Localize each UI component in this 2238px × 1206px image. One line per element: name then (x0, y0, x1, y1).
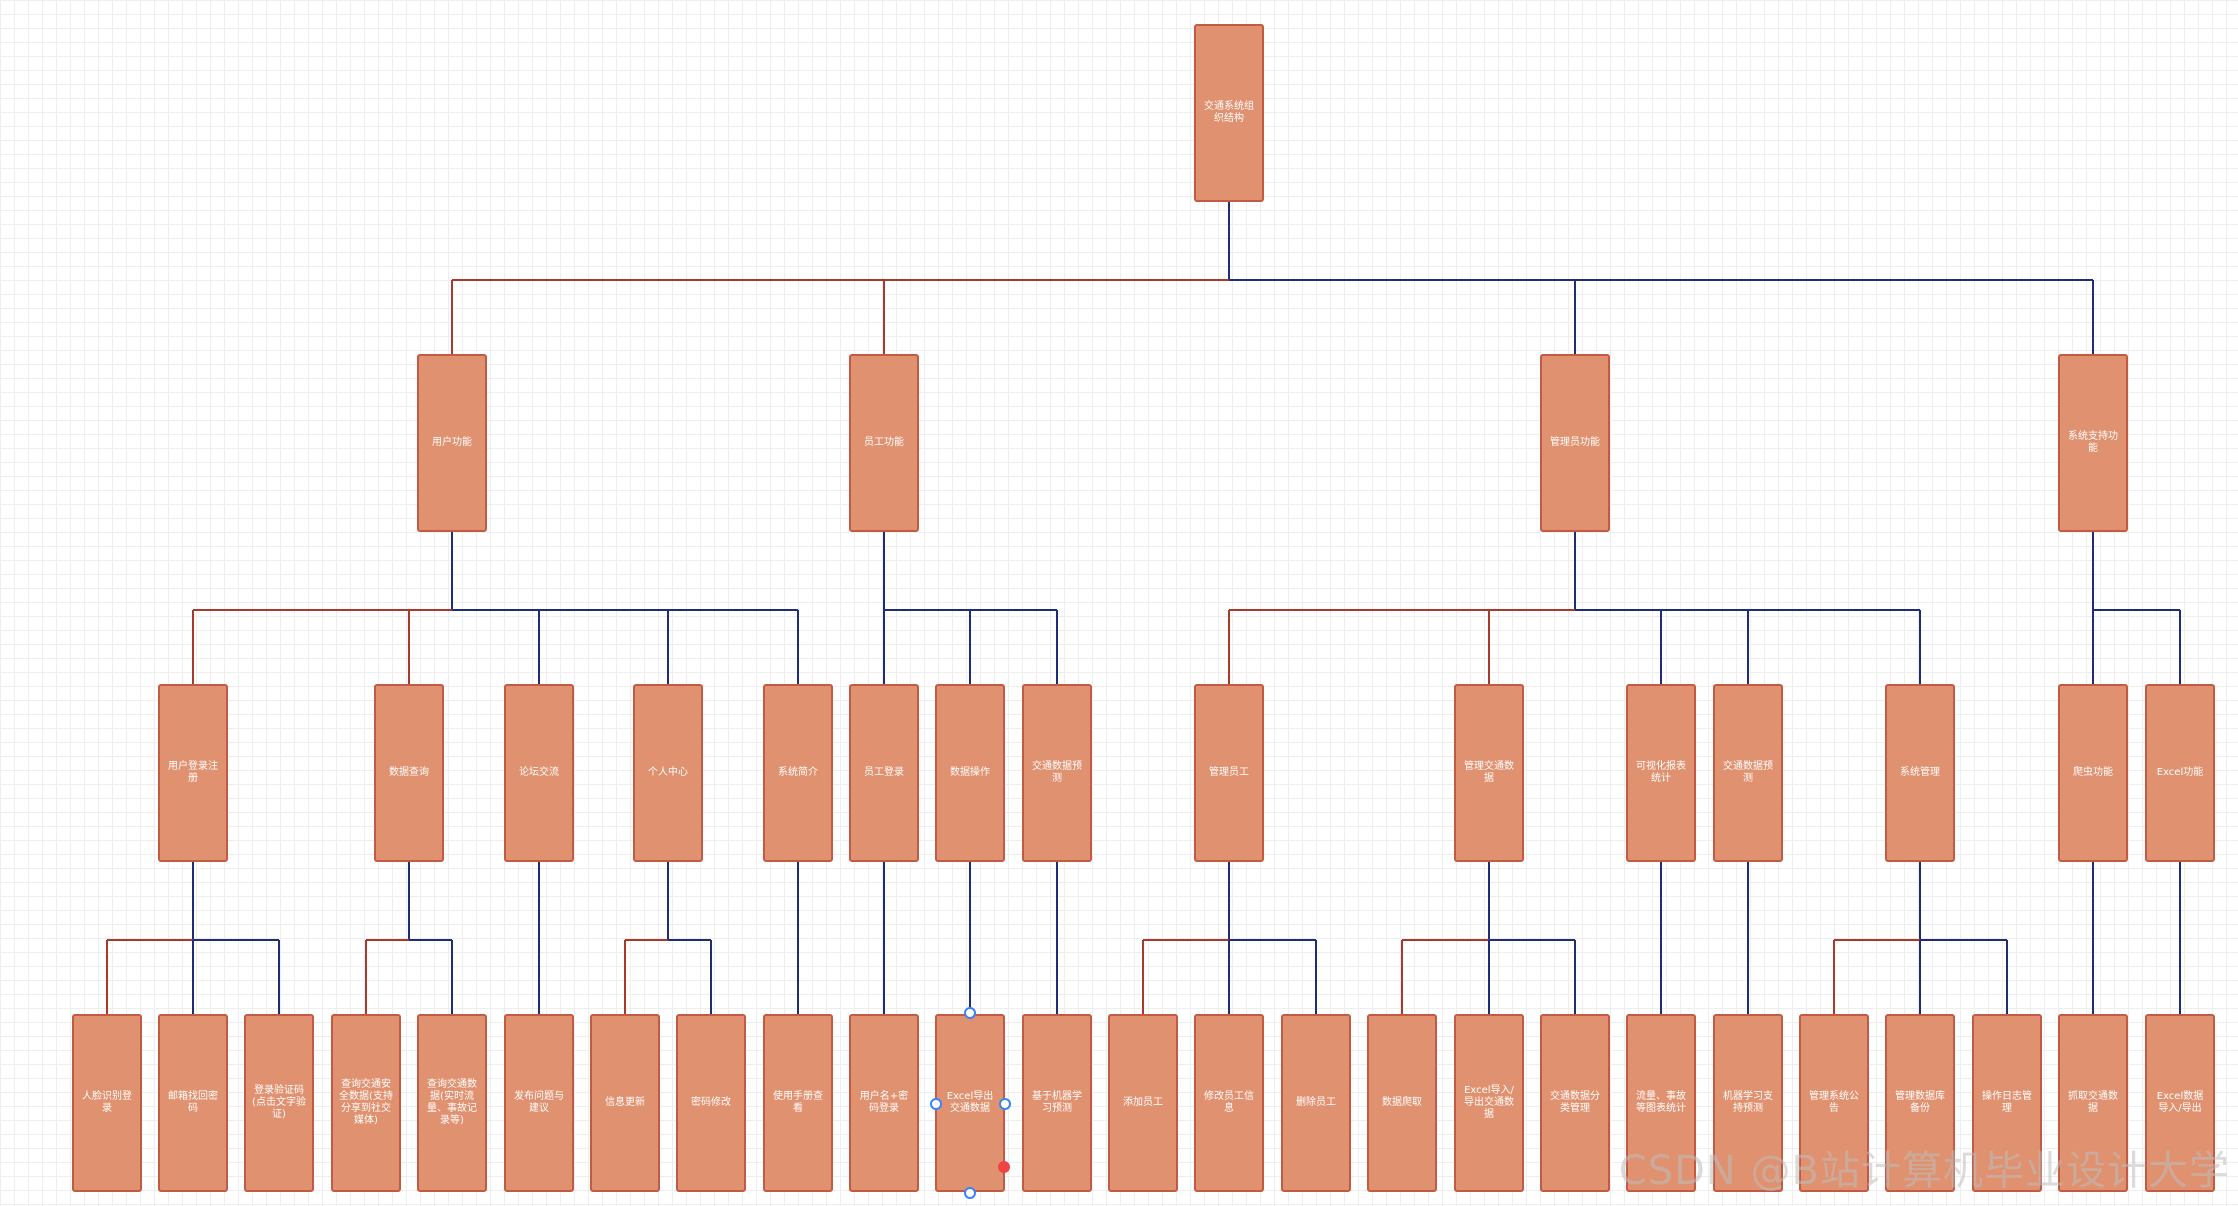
node-l2-3-1[interactable]: Excel功能 (2145, 684, 2215, 862)
node-leaf-1-1-0[interactable]: Excel导出交通数据 (935, 1014, 1005, 1192)
node-l1-2[interactable]: 管理员功能 (1540, 354, 1610, 532)
node-l1-0[interactable]: 用户功能 (417, 354, 487, 532)
node-l1-1[interactable]: 员工功能 (849, 354, 919, 532)
node-label: 数据操作 (950, 767, 990, 778)
node-label: 信息更新 (605, 1097, 645, 1108)
node-label: 基于机器学习预测 (1032, 1091, 1082, 1114)
selection-handle-right[interactable] (999, 1098, 1011, 1110)
node-label: 使用手册查看 (773, 1091, 823, 1114)
node-label: 邮箱找回密码 (168, 1091, 218, 1114)
watermark: CSDN @B站计算机毕业设计大学 (1618, 1148, 2230, 1194)
node-l2-0-2[interactable]: 论坛交流 (504, 684, 574, 862)
node-leaf-2-2-0[interactable]: 流量、事故等图表统计 (1626, 1014, 1696, 1192)
node-label: 机器学习支持预测 (1723, 1091, 1773, 1114)
node-label: 登录验证码(点击文字验证) (252, 1085, 306, 1120)
node-leaf-2-1-1[interactable]: Excel导入/导出交通数据 (1454, 1014, 1524, 1192)
node-label: 操作日志管理 (1982, 1091, 2032, 1114)
node-l2-0-4[interactable]: 系统简介 (763, 684, 833, 862)
node-l2-2-0[interactable]: 管理员工 (1194, 684, 1264, 862)
node-leaf-0-2-0[interactable]: 发布问题与建议 (504, 1014, 574, 1192)
connection-point-red[interactable] (998, 1161, 1010, 1173)
node-label: 查询交通安全数据(支持分享到社交媒体) (339, 1079, 393, 1126)
node-leaf-3-1-0[interactable]: Excel数据导入/导出 (2145, 1014, 2215, 1192)
node-l2-1-1[interactable]: 数据操作 (935, 684, 1005, 862)
node-label: 抓取交通数据 (2068, 1091, 2118, 1114)
selection-handle-top[interactable] (964, 1007, 976, 1019)
node-label: 管理交通数据 (1464, 761, 1514, 784)
node-l2-2-1[interactable]: 管理交通数据 (1454, 684, 1524, 862)
node-label: 系统支持功能 (2068, 431, 2118, 454)
node-root[interactable]: 交通系统组织结构 (1194, 24, 1264, 202)
node-l2-0-0[interactable]: 用户登录注册 (158, 684, 228, 862)
node-label: 交通数据预测 (1032, 761, 1082, 784)
selection-handle-left[interactable] (930, 1098, 942, 1110)
node-l2-1-2[interactable]: 交通数据预测 (1022, 684, 1092, 862)
node-leaf-0-1-0[interactable]: 查询交通安全数据(支持分享到社交媒体) (331, 1014, 401, 1192)
node-label: 用户功能 (432, 437, 472, 448)
node-leaf-2-4-2[interactable]: 操作日志管理 (1972, 1014, 2042, 1192)
node-leaf-2-0-0[interactable]: 添加员工 (1108, 1014, 1178, 1192)
node-label: 论坛交流 (519, 767, 559, 778)
node-leaf-3-0-0[interactable]: 抓取交通数据 (2058, 1014, 2128, 1192)
node-label: Excel导出交通数据 (946, 1091, 994, 1114)
node-l2-2-3[interactable]: 交通数据预测 (1713, 684, 1783, 862)
node-label: 用户名+密码登录 (859, 1091, 909, 1114)
node-label: 管理员功能 (1550, 437, 1600, 448)
selection-handle-bottom[interactable] (964, 1187, 976, 1199)
node-label: 管理员工 (1209, 767, 1249, 778)
node-leaf-1-0-0[interactable]: 用户名+密码登录 (849, 1014, 919, 1192)
node-label: 管理数据库备份 (1895, 1091, 1945, 1114)
node-label: 员工功能 (864, 437, 904, 448)
node-label: 删除员工 (1296, 1097, 1336, 1108)
node-l2-0-1[interactable]: 数据查询 (374, 684, 444, 862)
node-leaf-2-4-1[interactable]: 管理数据库备份 (1885, 1014, 1955, 1192)
node-label: Excel功能 (2156, 767, 2204, 778)
node-label: 用户登录注册 (168, 761, 218, 784)
node-label: 发布问题与建议 (514, 1091, 564, 1114)
node-label: 修改员工信息 (1204, 1091, 1254, 1114)
node-label: 交通数据分类管理 (1550, 1091, 1600, 1114)
node-label: 系统简介 (778, 767, 818, 778)
node-label: 可视化报表统计 (1636, 761, 1686, 784)
node-leaf-0-0-2[interactable]: 登录验证码(点击文字验证) (244, 1014, 314, 1192)
node-label: 交通系统组织结构 (1204, 101, 1254, 124)
node-leaf-2-0-2[interactable]: 删除员工 (1281, 1014, 1351, 1192)
node-leaf-1-2-0[interactable]: 基于机器学习预测 (1022, 1014, 1092, 1192)
node-label: Excel数据导入/导出 (2156, 1091, 2204, 1114)
node-label: 查询交通数据(实时流量、事故记录等) (427, 1079, 477, 1126)
node-leaf-0-1-1[interactable]: 查询交通数据(实时流量、事故记录等) (417, 1014, 487, 1192)
node-label: 交通数据预测 (1723, 761, 1773, 784)
node-l2-3-0[interactable]: 爬虫功能 (2058, 684, 2128, 862)
node-leaf-2-1-2[interactable]: 交通数据分类管理 (1540, 1014, 1610, 1192)
node-label: 数据爬取 (1382, 1097, 1422, 1108)
node-label: 密码修改 (691, 1097, 731, 1108)
node-label: 个人中心 (648, 767, 688, 778)
node-label: 管理系统公告 (1809, 1091, 1859, 1114)
node-label: 数据查询 (389, 767, 429, 778)
node-leaf-0-3-1[interactable]: 密码修改 (676, 1014, 746, 1192)
node-leaf-2-0-1[interactable]: 修改员工信息 (1194, 1014, 1264, 1192)
node-l2-1-0[interactable]: 员工登录 (849, 684, 919, 862)
node-label: 爬虫功能 (2073, 767, 2113, 778)
node-leaf-0-3-0[interactable]: 信息更新 (590, 1014, 660, 1192)
node-l1-3[interactable]: 系统支持功能 (2058, 354, 2128, 532)
node-leaf-2-3-0[interactable]: 机器学习支持预测 (1713, 1014, 1783, 1192)
node-label: 人脸识别登录 (82, 1091, 132, 1114)
node-leaf-2-4-0[interactable]: 管理系统公告 (1799, 1014, 1869, 1192)
node-leaf-2-1-0[interactable]: 数据爬取 (1367, 1014, 1437, 1192)
node-label: 流量、事故等图表统计 (1636, 1091, 1686, 1114)
node-leaf-0-0-0[interactable]: 人脸识别登录 (72, 1014, 142, 1192)
node-label: 添加员工 (1123, 1097, 1163, 1108)
node-leaf-0-4-0[interactable]: 使用手册查看 (763, 1014, 833, 1192)
node-l2-2-2[interactable]: 可视化报表统计 (1626, 684, 1696, 862)
node-label: Excel导入/导出交通数据 (1464, 1085, 1514, 1120)
node-leaf-0-0-1[interactable]: 邮箱找回密码 (158, 1014, 228, 1192)
node-l2-0-3[interactable]: 个人中心 (633, 684, 703, 862)
node-l2-2-4[interactable]: 系统管理 (1885, 684, 1955, 862)
node-label: 系统管理 (1900, 767, 1940, 778)
node-label: 员工登录 (864, 767, 904, 778)
